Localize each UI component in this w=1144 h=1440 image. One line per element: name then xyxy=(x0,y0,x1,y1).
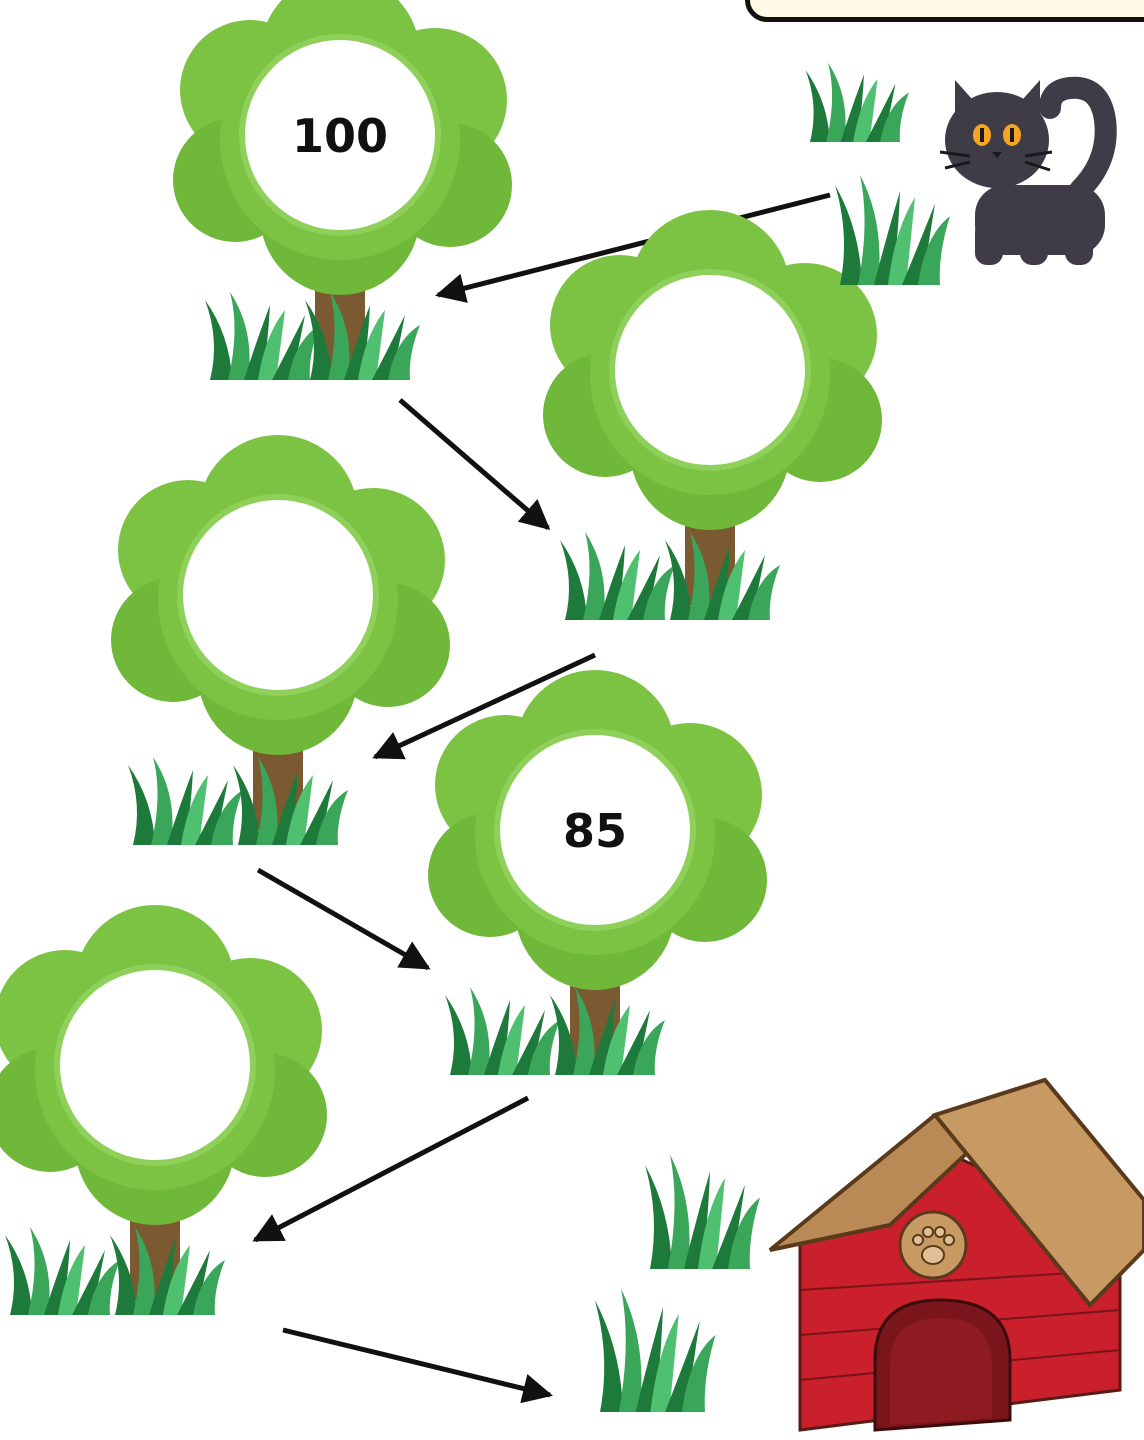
tree-1: 100 xyxy=(173,0,512,380)
tree-3 xyxy=(111,435,450,845)
number-circle xyxy=(239,34,441,236)
tree-4: 85 xyxy=(428,670,767,1075)
end-grass xyxy=(594,1154,760,1412)
arrow-tree-4-to-tree-5 xyxy=(252,1095,530,1243)
arrow-cat-to-tree-1 xyxy=(435,192,831,303)
tree-number: 85 xyxy=(563,804,627,858)
number-circle xyxy=(54,964,256,1166)
number-circle xyxy=(494,729,696,931)
path-arrows xyxy=(252,192,831,1404)
number-circle xyxy=(177,494,379,696)
tree-number: 100 xyxy=(292,109,388,163)
tree-5 xyxy=(0,905,327,1315)
tree-2 xyxy=(543,210,882,620)
arrow-tree-3-to-tree-4 xyxy=(256,867,431,971)
cat-icon xyxy=(939,76,1117,265)
doghouse-icon xyxy=(768,1077,1144,1432)
arrow-tree-1-to-tree-2 xyxy=(398,398,551,530)
arrow-tree-2-to-tree-3 xyxy=(372,652,597,760)
number-circle xyxy=(609,269,811,471)
arrow-tree-5-to-doghouse xyxy=(282,1327,553,1404)
start-grass xyxy=(805,62,950,285)
instruction-banner xyxy=(745,0,1144,22)
